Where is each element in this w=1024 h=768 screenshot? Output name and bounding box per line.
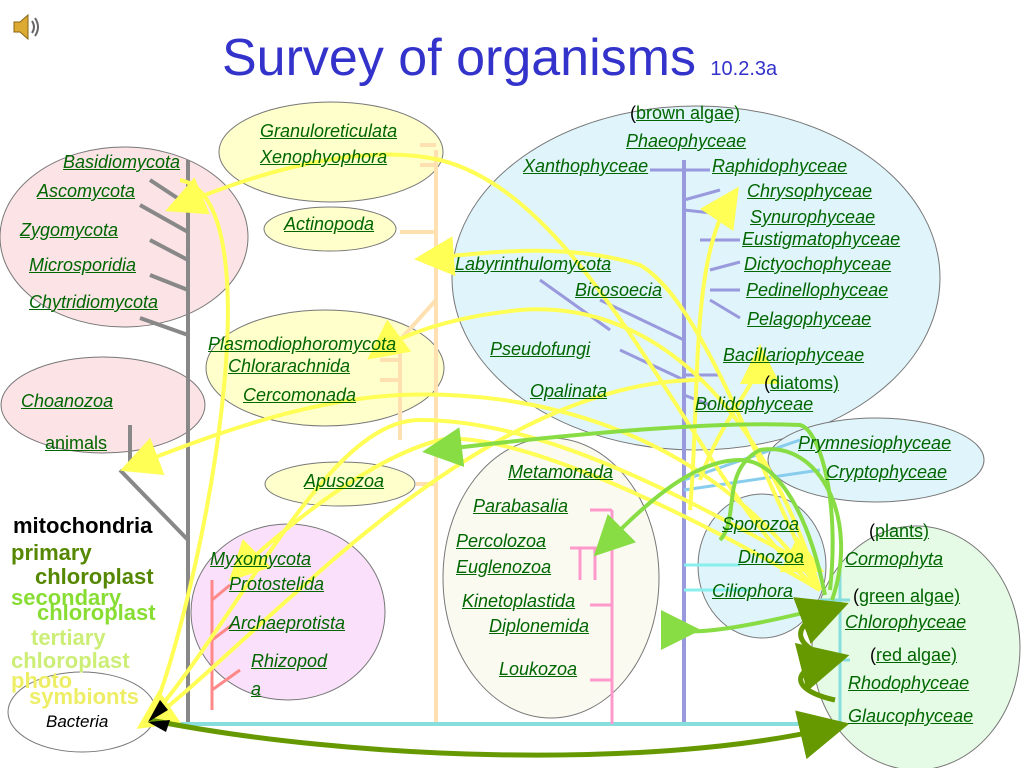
brown-paren: (: [630, 103, 636, 123]
label-cryptophyceae[interactable]: Cryptophyceae: [826, 462, 948, 482]
label-cormophyta[interactable]: Cormophyta: [845, 549, 944, 569]
choanozoa-oval: [0, 356, 206, 454]
label-eustigmatophyceae[interactable]: Eustigmatophyceae: [742, 229, 901, 249]
label-rhizopoda-end[interactable]: a: [251, 679, 262, 699]
legend-secondary-chloroplast: chloroplast: [37, 600, 156, 625]
label-myxomycota[interactable]: Myxomycota: [210, 549, 312, 569]
legend-tertiary-chloroplast: chloroplast: [11, 648, 130, 673]
label-zygomycota[interactable]: Zygomycota: [20, 220, 119, 240]
label-archaeprotista[interactable]: Archaeprotista: [229, 613, 346, 633]
label-glaucophyceae[interactable]: Glaucophyceae: [848, 706, 974, 726]
label-brown-algae[interactable]: (brown algae): [630, 104, 740, 122]
label-rhizopoda[interactable]: Rhizopod: [251, 651, 328, 671]
speaker-icon[interactable]: [8, 10, 42, 44]
legend-primary-chloroplast: chloroplast: [35, 564, 154, 589]
legend-primary: primary: [11, 540, 92, 565]
diatoms-link[interactable]: diatoms): [770, 373, 840, 393]
label-plants[interactable]: (plants): [869, 522, 929, 540]
actinopoda-oval: [263, 206, 397, 252]
label-pseudofungi[interactable]: Pseudofungi: [490, 339, 591, 359]
legend-tertiary: tertiary: [31, 625, 106, 650]
label-pelagophyceae[interactable]: Pelagophyceae: [747, 309, 872, 329]
label-loukozoa[interactable]: Loukozoa: [499, 659, 578, 679]
label-green-algae[interactable]: (green algae): [853, 587, 960, 605]
label-granuloreticulata[interactable]: Granuloreticulata: [260, 121, 398, 141]
label-chytridiomycota[interactable]: Chytridiomycota: [29, 292, 159, 312]
legend-photo: photo: [11, 668, 73, 693]
legend-secondary: secondary: [11, 585, 122, 610]
label-synurophyceae[interactable]: Synurophyceae: [750, 207, 876, 227]
label-rhodophyceae[interactable]: Rhodophyceae: [848, 673, 970, 693]
label-bolidophyceae[interactable]: Bolidophyceae: [695, 394, 814, 414]
label-bicosoecia[interactable]: Bicosoecia: [575, 280, 663, 300]
granuloreticulata-oval: [218, 101, 444, 203]
red-algae-link[interactable]: red algae): [876, 645, 958, 665]
label-protostelida[interactable]: Protostelida: [229, 574, 325, 594]
label-diatoms[interactable]: (diatoms): [764, 374, 839, 392]
label-choanozoa[interactable]: Choanozoa: [21, 391, 114, 411]
brown-algae-link[interactable]: brown algae): [636, 103, 741, 123]
label-opalinata[interactable]: Opalinata: [530, 381, 608, 401]
label-bacteria: Bacteria: [46, 712, 109, 731]
label-dinozoa[interactable]: Dinozoa: [738, 547, 805, 567]
diatoms-paren: (: [764, 373, 770, 393]
label-kinetoplastida[interactable]: Kinetoplastida: [462, 591, 576, 611]
label-plasmodiophoromycota[interactable]: Plasmodiophoromycota: [208, 334, 397, 354]
label-cercomonada[interactable]: Cercomonada: [243, 385, 357, 405]
legend-symbionts: symbionts: [29, 684, 140, 709]
label-bacillariophyceae[interactable]: Bacillariophyceae: [723, 345, 865, 365]
label-actinopoda[interactable]: Actinopoda: [284, 214, 375, 234]
stramenopiles-oval: [451, 105, 941, 451]
plants-link[interactable]: plants): [875, 521, 930, 541]
label-labyrinthulomycota[interactable]: Labyrinthulomycota: [455, 254, 612, 274]
page-title: Survey of organisms 10.2.3a: [222, 28, 777, 88]
label-xanthophyceae[interactable]: Xanthophyceae: [523, 156, 649, 176]
label-chlorarachnida[interactable]: Chlorarachnida: [228, 356, 351, 376]
label-raphidophyceae[interactable]: Raphidophyceae: [712, 156, 848, 176]
green-paren: (: [853, 586, 859, 606]
label-chlorophyceae[interactable]: Chlorophyceae: [845, 612, 967, 632]
label-parabasalia[interactable]: Parabasalia: [473, 496, 569, 516]
label-basidiomycota[interactable]: Basidiomycota: [63, 152, 181, 172]
label-pedinellophyceae[interactable]: Pedinellophyceae: [746, 280, 889, 300]
label-apusozoa[interactable]: Apusozoa: [304, 471, 385, 491]
label-ciliophora[interactable]: Ciliophora: [712, 581, 794, 601]
red-paren: (: [870, 645, 876, 665]
label-phaeophyceae[interactable]: Phaeophyceae: [626, 131, 747, 151]
label-red-algae[interactable]: (red algae): [870, 646, 957, 664]
label-animals[interactable]: animals: [45, 433, 108, 453]
label-metamonada[interactable]: Metamonada: [508, 462, 614, 482]
label-percolozoa[interactable]: Percolozoa: [456, 531, 547, 551]
green-algae-link[interactable]: green algae): [859, 586, 961, 606]
label-sporozoa[interactable]: Sporozoa: [722, 514, 800, 534]
subtitle: 10.2.3a: [710, 58, 778, 80]
label-prymnesiophyceae[interactable]: Prymnesiophyceae: [798, 433, 952, 453]
label-dictyochophyceae[interactable]: Dictyochophyceae: [744, 254, 892, 274]
plants-paren: (: [869, 521, 875, 541]
label-microsporidia[interactable]: Microsporidia: [29, 255, 137, 275]
label-diplonemida[interactable]: Diplonemida: [489, 616, 590, 636]
label-chrysophyceae[interactable]: Chrysophyceae: [747, 181, 873, 201]
title-text: Survey of organisms: [222, 29, 696, 87]
legend-mitochondria: mitochondria: [13, 513, 153, 538]
label-euglenozoa[interactable]: Euglenozoa: [456, 557, 552, 577]
label-xenophyophora[interactable]: Xenophyophora: [260, 147, 388, 167]
label-ascomycota[interactable]: Ascomycota: [37, 181, 136, 201]
